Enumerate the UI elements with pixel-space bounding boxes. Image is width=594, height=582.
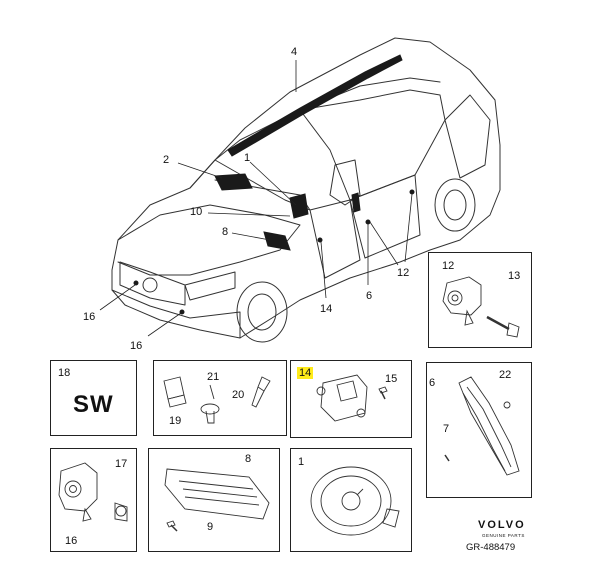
label-19: 19 — [169, 415, 182, 427]
car-headlight-right — [184, 271, 236, 301]
part-sensor-dot-b — [365, 219, 371, 225]
car-front-door — [309, 199, 361, 279]
bolt-shaft — [486, 315, 510, 331]
part-steering-airbag — [263, 231, 291, 251]
label-20: 20 — [232, 389, 245, 401]
leader-16b — [147, 312, 182, 337]
car-grille — [119, 261, 186, 306]
part-curtain-airbag — [227, 54, 403, 157]
panel-impact-sensor-14[interactable]: 14 15 — [290, 360, 412, 438]
callout-16a: 16 — [83, 311, 96, 323]
label-22: 22 — [499, 369, 512, 381]
volvo-emblem — [341, 491, 361, 511]
part-sensor-dot-d — [133, 280, 139, 286]
clip-21 — [200, 403, 220, 415]
impact-sensor-illustration — [316, 374, 388, 422]
label-1: 1 — [298, 456, 305, 468]
knee-airbag-illustration — [164, 468, 270, 532]
callout-14: 14 — [320, 303, 333, 315]
clips-illustration — [163, 376, 271, 424]
leader-12b — [404, 193, 413, 263]
brand-logo-text: VOLVO — [478, 519, 526, 531]
part-passenger-airbag — [214, 173, 253, 191]
bolt-head — [506, 322, 520, 338]
callout-6: 6 — [366, 290, 373, 302]
car-bonnet — [117, 204, 301, 276]
crash-sensor-body — [442, 276, 482, 316]
car-side-windows — [299, 89, 446, 201]
part-side-airbag — [351, 192, 361, 213]
nut-17 — [114, 502, 128, 522]
callout-2: 2 — [163, 154, 170, 166]
side-airbag-module — [458, 376, 520, 476]
label-12: 12 — [442, 260, 455, 272]
impact-sensor-housing — [320, 374, 368, 422]
sensor-16-illustration — [58, 462, 128, 522]
label-18: 18 — [58, 367, 71, 379]
leader-10 — [207, 212, 291, 217]
knee-airbag-module — [164, 468, 270, 520]
label-8: 8 — [245, 453, 252, 465]
callout-10: 10 — [190, 206, 203, 218]
leader-8 — [231, 232, 271, 241]
car-front-bumper — [111, 289, 241, 339]
leader-16a — [99, 284, 136, 311]
panel-knee-airbag-8[interactable]: 8 9 — [148, 448, 280, 552]
screw-7 — [444, 454, 450, 462]
leader-14 — [320, 241, 327, 299]
panel-software-18[interactable]: 18 SW — [50, 360, 137, 436]
label-21: 21 — [207, 371, 220, 383]
panel-side-airbag-6[interactable]: 6 22 7 — [426, 362, 532, 498]
steering-airbag-illustration — [310, 466, 400, 536]
car-rear-window — [444, 94, 491, 179]
label-13: 13 — [508, 270, 521, 282]
panel-steering-airbag-1[interactable]: 1 — [290, 448, 412, 552]
rivet-20 — [257, 376, 271, 392]
label-6: 6 — [429, 377, 436, 389]
callout-4: 4 — [291, 46, 298, 58]
callout-16b: 16 — [130, 340, 143, 352]
crash-sensor-16 — [58, 462, 98, 512]
software-text: SW — [73, 391, 114, 418]
airbag-cover — [310, 466, 392, 536]
panel-sensor-16-17[interactable]: 17 16 — [50, 448, 137, 552]
panel-sensor-12-13[interactable]: 12 13 — [428, 252, 532, 348]
leader-2 — [177, 162, 223, 179]
part-sensor-dot-a — [317, 237, 323, 243]
car-front-wheel — [236, 281, 288, 343]
brand-subtitle: GENUINE PARTS — [482, 533, 525, 538]
callout-8: 8 — [222, 226, 229, 238]
label-16: 16 — [65, 535, 78, 547]
part-knee-airbag — [289, 193, 309, 219]
car-rear-wheel — [434, 178, 476, 232]
car-logo-badge — [142, 277, 158, 293]
nut-22 — [503, 401, 511, 409]
label-15: 15 — [385, 373, 398, 385]
car-body-outline — [111, 37, 501, 339]
label-7: 7 — [443, 423, 450, 435]
sensor-with-bolt-illustration — [442, 276, 520, 338]
callout-12: 12 — [397, 267, 410, 279]
car-rear-door — [349, 174, 421, 259]
side-airbag-illustration — [444, 376, 520, 476]
panel-clips-19-21[interactable]: 21 20 19 — [153, 360, 287, 436]
diagram-reference: GR-488479 — [466, 542, 516, 553]
label-17: 17 — [115, 458, 128, 470]
label-9: 9 — [207, 521, 214, 533]
leader-12a — [369, 221, 399, 266]
callout-1: 1 — [244, 152, 251, 164]
part-sensor-dot-c — [409, 189, 415, 195]
leader-1 — [249, 161, 297, 206]
label-14-highlighted: 14 — [297, 367, 314, 379]
